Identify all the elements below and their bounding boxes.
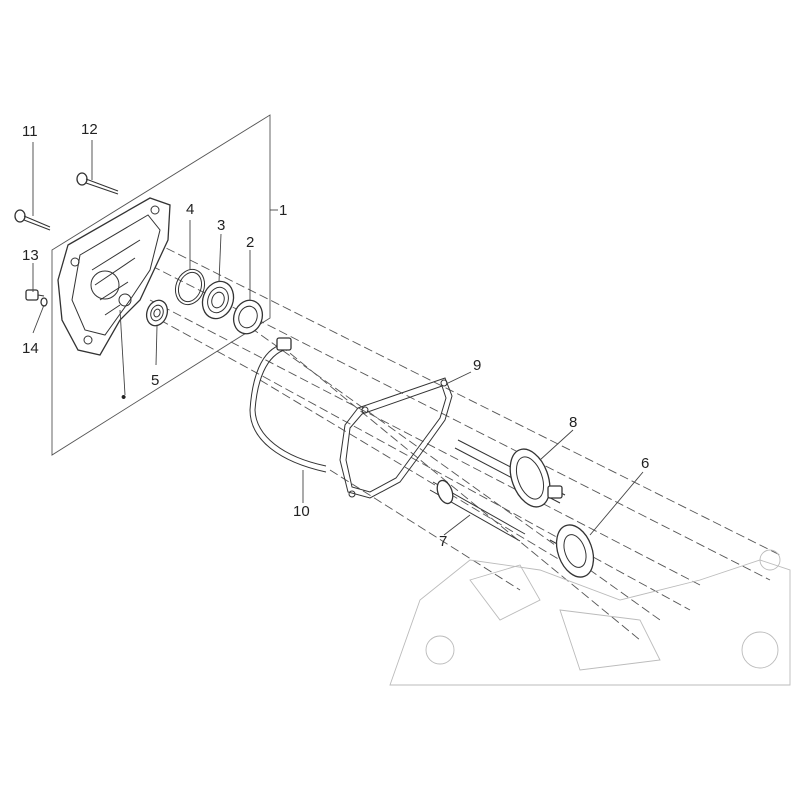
bearing-small	[145, 299, 169, 327]
callout-8: 8	[569, 414, 577, 431]
bearing-large	[201, 280, 235, 320]
circlip	[174, 268, 206, 306]
leader-lines	[32, 140, 644, 536]
callout-4: 4	[186, 201, 194, 218]
engine-background	[389, 549, 791, 686]
breather-hose	[249, 337, 327, 473]
callout-10: 10	[293, 503, 310, 520]
callout-11: 11	[22, 123, 38, 140]
assembly-marker-dot: •	[121, 389, 126, 406]
secondary-shaft-gear	[454, 439, 566, 508]
drain-plug	[25, 289, 45, 301]
drive-shaft-pinion	[429, 479, 526, 542]
bolt-short	[76, 172, 119, 195]
callout-5: 5	[151, 372, 159, 389]
bolt-long	[14, 209, 51, 231]
callout-9: 9	[473, 357, 481, 374]
transmission-cover	[57, 197, 171, 356]
cover-assembly-frame	[51, 114, 271, 456]
callout-14: 14	[22, 340, 39, 357]
sealing-washer	[40, 297, 48, 307]
callout-6: 6	[641, 455, 649, 472]
callout-3: 3	[217, 217, 225, 234]
callout-7: 7	[439, 533, 447, 550]
callout-12: 12	[81, 121, 98, 138]
intermediate-gear	[549, 524, 595, 578]
oil-seal	[232, 299, 264, 335]
callout-labels: 1 2 3 4 5 6 7 8 9 10 11 12 13 14 •	[22, 121, 649, 550]
callout-1: 1	[279, 202, 287, 219]
cover-gasket	[339, 377, 453, 499]
callout-13: 13	[22, 247, 39, 264]
callout-2: 2	[246, 234, 254, 251]
